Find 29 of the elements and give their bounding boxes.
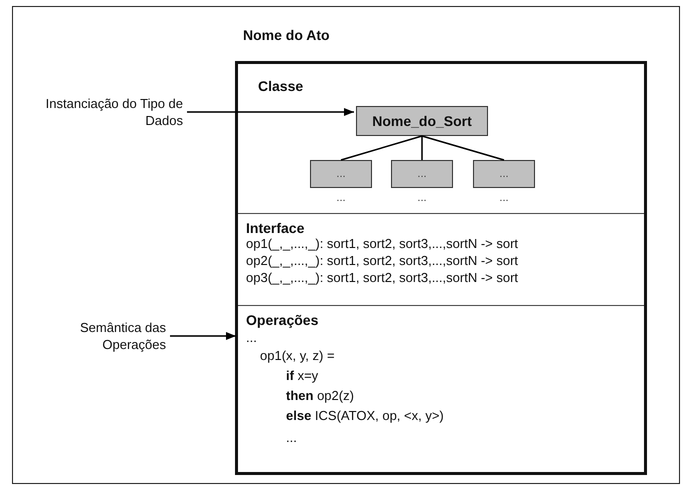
caption-text: ... [416, 191, 428, 206]
code-line: else ICS(ATOX, op, <x, y>) [286, 408, 444, 424]
code-line: then op2(z) [286, 388, 354, 404]
section-heading: Interface [246, 220, 304, 236]
code-line: op2(_,_,...,_): sort1, sort2, sort3,...,sortN -> sort [246, 253, 518, 269]
caption-text: ... [498, 191, 510, 206]
subsort-box: ... [310, 160, 372, 188]
code-line: ... [286, 430, 297, 446]
code-line: op3(_,_,...,_): sort1, sort2, sort3,...,sortN -> sort [246, 270, 518, 286]
connector-line [340, 135, 422, 161]
annotation-text: Semântica das Operações [21, 319, 166, 353]
caption-text: ... [335, 191, 347, 206]
code-line: if x=y [286, 368, 318, 384]
annotation-text: Instanciação do Tipo de Dados [21, 95, 183, 129]
subsort-box: ... [391, 160, 453, 188]
code-line: op1(_,_,...,_): sort1, sort2, sort3,...,sortN -> sort [246, 236, 518, 252]
arrow [170, 332, 236, 340]
section-heading: Operações [246, 312, 318, 328]
connector-line [422, 135, 504, 161]
code-line: ... [246, 330, 257, 346]
section-heading: Classe [258, 78, 304, 94]
subsort-box: ... [473, 160, 535, 188]
connector-line [421, 136, 423, 160]
sort-box: Nome_do_Sort [356, 106, 488, 136]
act-box [235, 61, 647, 475]
arrow [187, 108, 354, 116]
title-text: Nome do Ato [243, 27, 330, 43]
code-line: op1(x, y, z) = [260, 348, 335, 364]
diagram-frame [12, 6, 680, 484]
